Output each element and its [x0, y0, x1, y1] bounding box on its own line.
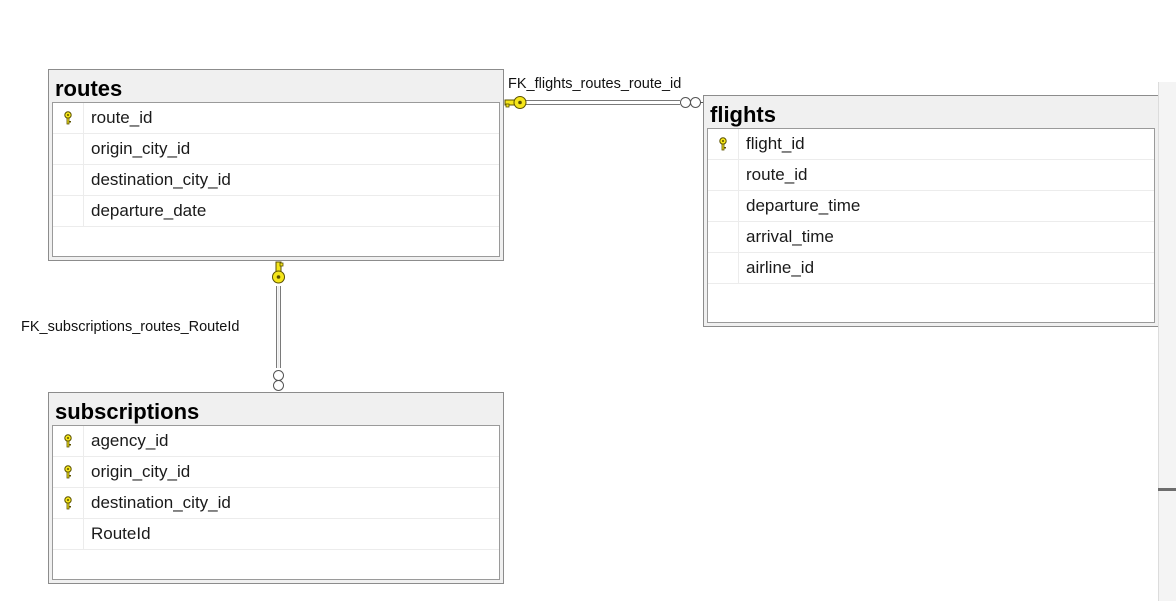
column-row[interactable]: destination_city_id	[53, 488, 499, 519]
scrollbar-thumb[interactable]	[1158, 488, 1176, 491]
column-name: agency_id	[91, 431, 169, 450]
table-routes[interactable]: routes route_id origin_city_id	[48, 69, 504, 261]
row-selector[interactable]	[53, 134, 84, 164]
table-subscriptions[interactable]: subscriptions agency_id	[48, 392, 504, 584]
relationship-line-flights-routes[interactable]	[526, 100, 680, 105]
primary-key-icon	[64, 496, 72, 510]
row-selector[interactable]	[708, 191, 739, 221]
column-row[interactable]: origin_city_id	[53, 457, 499, 488]
column-list: agency_id origin_city_id	[52, 425, 500, 580]
table-title: flights	[710, 102, 776, 127]
column-name: departure_time	[746, 196, 861, 215]
column-row[interactable]: origin_city_id	[53, 134, 499, 165]
column-name: route_id	[746, 165, 808, 184]
row-selector[interactable]	[708, 253, 739, 283]
relationship-label-flights-routes[interactable]: FK_flights_routes_route_id	[508, 76, 682, 92]
key-icon	[504, 96, 527, 109]
row-selector[interactable]	[53, 488, 84, 518]
row-selector[interactable]	[53, 103, 84, 133]
row-selector[interactable]	[53, 426, 84, 456]
table-title: subscriptions	[55, 399, 200, 424]
column-row[interactable]: RouteId	[53, 519, 499, 550]
column-row[interactable]: route_id	[708, 160, 1154, 191]
column-row[interactable]: destination_city_id	[53, 165, 499, 196]
row-selector[interactable]	[708, 160, 739, 190]
row-selector[interactable]	[53, 165, 84, 195]
column-row[interactable]: arrival_time	[708, 222, 1154, 253]
column-list: route_id origin_city_id destination_city…	[52, 102, 500, 257]
column-name: departure_date	[91, 201, 207, 220]
column-list: flight_id route_id departure_time arriva…	[707, 128, 1155, 323]
column-name: origin_city_id	[91, 139, 191, 158]
infinity-icon	[273, 370, 284, 391]
column-row[interactable]: route_id	[53, 103, 499, 134]
primary-key-icon	[64, 434, 72, 448]
column-name: RouteId	[91, 524, 151, 543]
primary-key-icon	[64, 111, 72, 125]
row-selector[interactable]	[53, 457, 84, 487]
relationship-label-subscriptions-routes[interactable]: FK_subscriptions_routes_RouteId	[21, 319, 240, 335]
key-icon	[272, 261, 285, 284]
column-row[interactable]: flight_id	[708, 129, 1154, 160]
primary-key-icon	[64, 465, 72, 479]
column-name: arrival_time	[746, 227, 834, 246]
column-name: destination_city_id	[91, 493, 231, 512]
column-name: origin_city_id	[91, 462, 191, 481]
row-selector[interactable]	[53, 196, 84, 226]
column-row[interactable]: airline_id	[708, 253, 1154, 284]
table-title: routes	[55, 76, 123, 101]
relationship-line-subscriptions-routes[interactable]	[276, 286, 281, 368]
vertical-scrollbar[interactable]	[1158, 82, 1176, 601]
column-name: airline_id	[746, 258, 815, 277]
row-selector[interactable]	[708, 222, 739, 252]
column-row[interactable]: agency_id	[53, 426, 499, 457]
column-row[interactable]: departure_date	[53, 196, 499, 227]
column-name: destination_city_id	[91, 170, 231, 189]
row-selector[interactable]	[53, 519, 84, 549]
row-selector[interactable]	[708, 129, 739, 159]
column-name: flight_id	[746, 134, 805, 153]
column-row[interactable]: departure_time	[708, 191, 1154, 222]
table-flights[interactable]: flights flight_id route_id	[703, 95, 1159, 327]
column-name: route_id	[91, 108, 153, 127]
infinity-icon	[680, 97, 705, 108]
primary-key-icon	[719, 137, 727, 151]
